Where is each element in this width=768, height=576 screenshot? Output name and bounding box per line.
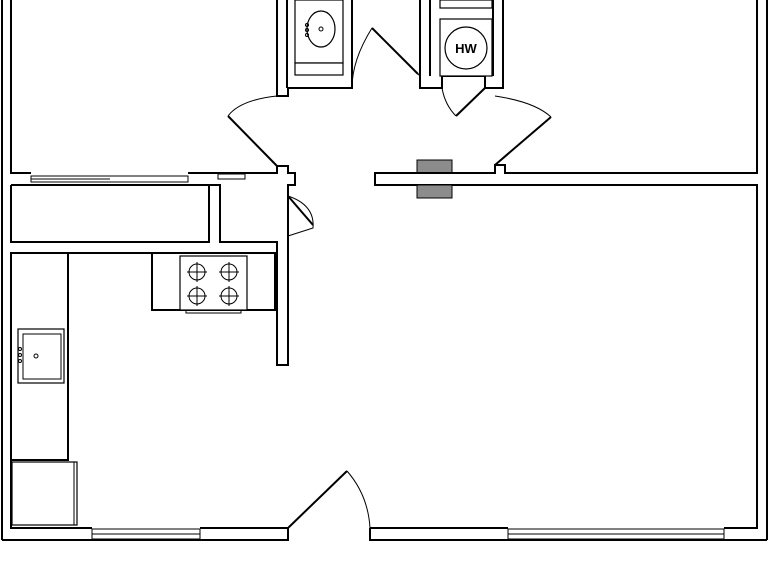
door-swing-icon bbox=[351, 27, 421, 89]
water-heater-icon bbox=[444, 26, 488, 70]
water-heater: HW bbox=[439, 0, 493, 77]
sink-icon bbox=[306, 10, 336, 48]
vents bbox=[415, 159, 453, 199]
water-heater-label: HW bbox=[455, 41, 477, 56]
refrigerator bbox=[11, 461, 78, 526]
stove bbox=[179, 255, 248, 314]
stove-burner-icon bbox=[187, 262, 239, 306]
walls bbox=[1, 0, 768, 541]
doors bbox=[227, 27, 552, 529]
kitchen-counter bbox=[10, 252, 69, 461]
bathroom-sink bbox=[294, 0, 344, 76]
windows bbox=[30, 173, 725, 540]
